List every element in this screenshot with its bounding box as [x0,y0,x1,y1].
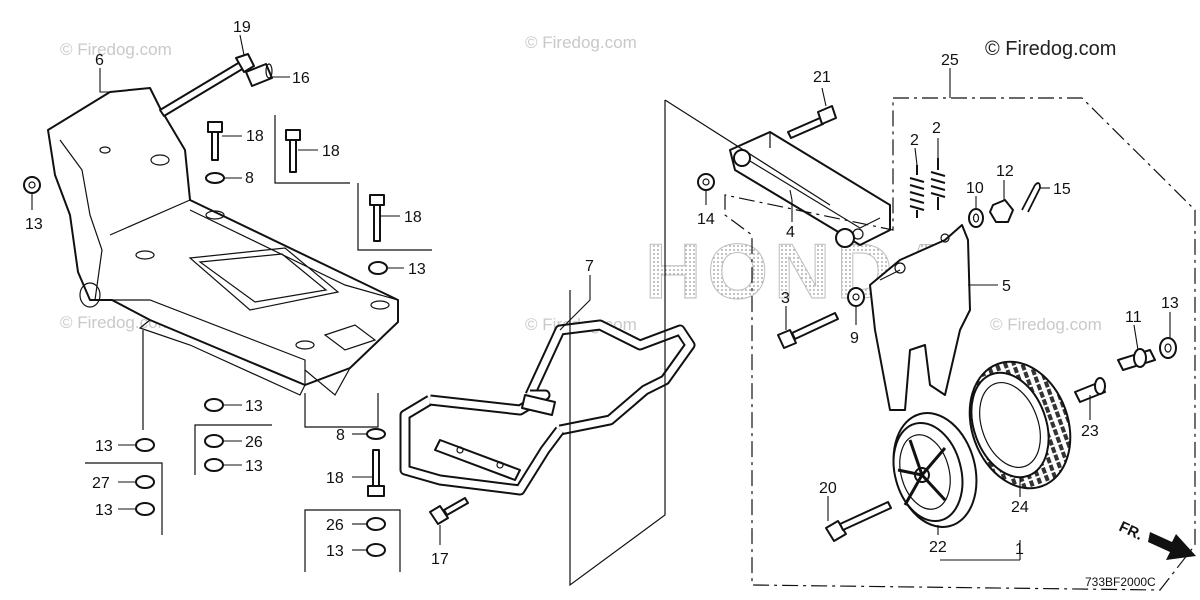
nut-part [204,434,224,448]
callout-15: 15 [1053,181,1071,198]
group-bracket [569,100,666,587]
leader-lines [31,34,1171,561]
washer-part [366,428,386,440]
cotter-pin-part [1021,182,1041,213]
callout-27: 27 [92,475,110,492]
callout-2: 2 [910,132,919,149]
watermark-text: © Firedog.com [60,40,172,59]
callout-5: 5 [1002,278,1011,295]
collar-part [1074,377,1106,403]
nut-part [366,517,386,531]
base-frame-part [47,87,399,396]
callout-13: 13 [95,502,113,519]
arm-part [869,224,971,411]
group-bracket [357,183,432,251]
callout-13: 13 [95,438,113,455]
watermark-text: © Firedog.com [990,315,1102,334]
callout-1: 1 [1015,541,1024,558]
callout-8: 8 [245,170,254,187]
nut-part [366,543,386,557]
tire-part [968,360,1072,490]
callout-23: 23 [1081,423,1099,440]
nut-part [135,438,155,452]
front-direction-label: FR. [1116,518,1145,544]
nut-part [204,458,224,472]
callout-13: 13 [245,458,263,475]
washer-part [968,208,984,228]
callout-25: 25 [941,52,959,69]
bolt-part [367,449,385,497]
nut-part [135,475,155,489]
group-bracket [664,99,831,206]
drawing-code: 733BF2000C [1085,575,1156,589]
group-bracket [194,424,272,475]
callout-19: 19 [233,19,251,36]
callout-14: 14 [697,211,715,228]
copyright-text: © Firedog.com [985,38,1116,60]
callout-26: 26 [326,517,344,534]
callout-13: 13 [25,216,43,233]
callout-24: 24 [1011,499,1029,516]
group-bracket [274,115,350,184]
bolt-part [285,129,301,173]
callout-10: 10 [966,180,984,197]
spring-part [930,158,946,210]
callout-3: 3 [781,290,790,307]
watermark-text: © Firedog.com [525,33,637,52]
washer-part [205,172,225,184]
axle-part [1117,348,1156,371]
nut-part [135,502,155,516]
callout-21: 21 [813,69,831,86]
callout-22: 22 [929,539,947,556]
nut-part [204,398,224,412]
axle-bracket-part [729,131,891,248]
callout-18: 18 [326,470,344,487]
callout-2: 2 [932,120,941,137]
callout-13: 13 [245,398,263,415]
callout-20: 20 [819,480,837,497]
nut-part [23,176,41,194]
bolt-part [777,312,839,349]
nut-part [697,173,715,191]
assembly-boundary [724,97,1196,591]
callout-26: 26 [245,434,263,451]
nut-part [989,199,1014,223]
group-bracket [85,462,163,535]
handle-tube-part [399,319,696,496]
long-bolt-part [159,53,255,117]
callout-16: 16 [292,70,310,87]
nut-part [1159,337,1177,359]
washer-part [847,287,865,307]
collar-part [245,63,273,87]
bolt-part [787,105,837,139]
callout-4: 4 [786,224,795,241]
callout-13: 13 [1161,295,1179,312]
callout-8: 8 [336,427,345,444]
callout-6: 6 [95,52,104,69]
bolt-part [207,121,223,161]
callout-11: 11 [1125,309,1142,326]
callout-12: 12 [996,163,1014,180]
bolt-part [369,194,385,242]
group-bracket [304,509,401,572]
callout-18: 18 [404,209,422,226]
callout-13: 13 [408,261,426,278]
wheel-part [892,412,978,528]
callout-18: 18 [322,143,340,160]
group-bracket [304,393,379,428]
bolt-part [825,501,892,542]
bolt-part [429,497,469,525]
callout-18: 18 [246,128,264,145]
nut-part [368,261,388,275]
callout-9: 9 [850,330,859,347]
callout-numbers: 19 16 6 18 18 18 8 13 13 13 13 26 13 27 … [25,19,1179,568]
callout-17: 17 [431,551,449,568]
callout-7: 7 [585,258,594,275]
callout-13: 13 [326,543,344,560]
front-direction-arrow: FR. [1116,518,1196,560]
spring-part [909,165,925,218]
